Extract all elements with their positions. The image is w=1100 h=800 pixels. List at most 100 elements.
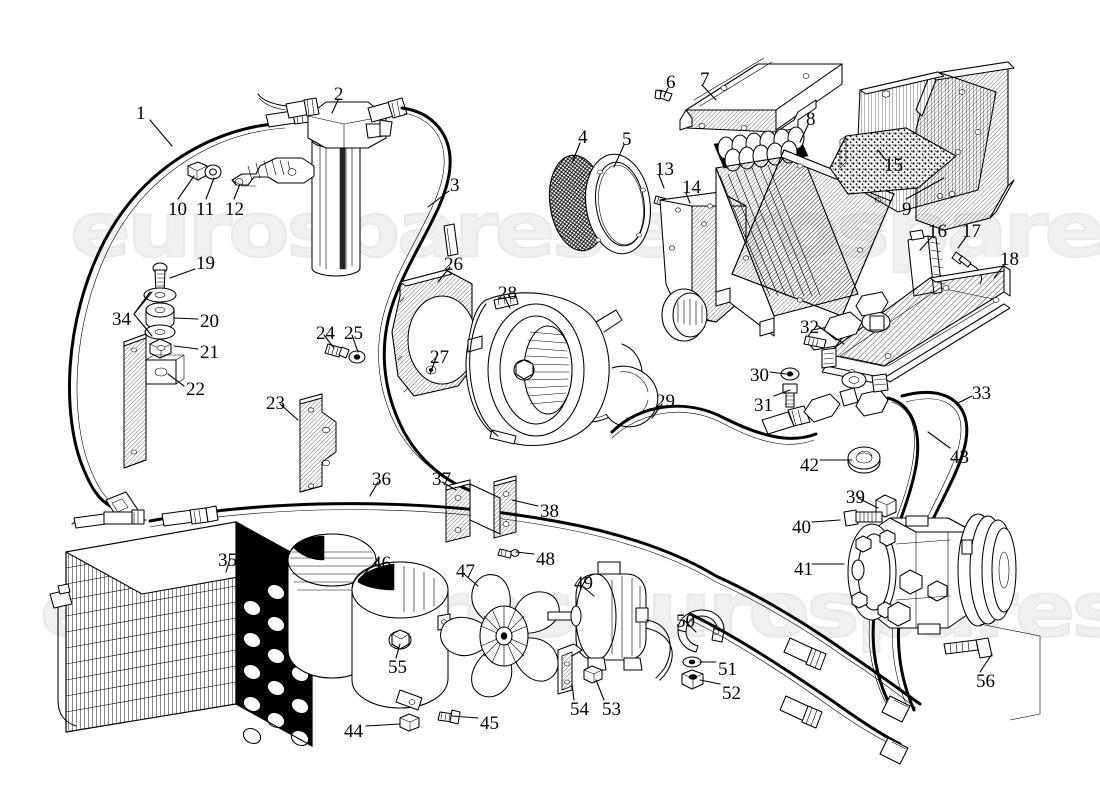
- leader-line-21: [173, 345, 199, 350]
- leader-line-22: [167, 373, 185, 387]
- part-35-evaporator: [49, 509, 313, 748]
- leader-line-4: [571, 142, 581, 164]
- part-29-hose: [610, 373, 889, 445]
- leader-line-6: [663, 87, 669, 97]
- leader-line-3: [427, 190, 450, 208]
- part-15-insulation-pad: [829, 127, 957, 195]
- leader-line-23: [279, 403, 299, 421]
- callout-number-34: 34: [112, 309, 131, 330]
- callout-number-15: 15: [884, 155, 903, 176]
- callout-number-44: 44: [344, 721, 363, 742]
- leader-line-14: [685, 192, 691, 204]
- part-48-screw: [497, 548, 520, 559]
- part-40-bolt: [843, 509, 883, 527]
- part-34-washer-upper: [143, 287, 177, 303]
- leader-line-38: [511, 499, 539, 507]
- leader-line-29: [651, 403, 663, 419]
- callout-number-38: 38: [540, 501, 559, 522]
- leader-line-17: [957, 236, 967, 249]
- leader-line-49: [581, 585, 595, 597]
- part-20-rubber-grommet: [145, 302, 175, 330]
- leader-line-35: [225, 558, 231, 573]
- callout-number-33: 33: [972, 383, 991, 404]
- part-22-bracket: [123, 333, 185, 469]
- part-41-compressor: [847, 513, 1041, 721]
- leader-line-47: [463, 573, 479, 587]
- leader-line-55: [395, 643, 401, 659]
- callout-number-41: 41: [794, 559, 813, 580]
- leader-line-34-branch-2: [133, 291, 151, 315]
- part-23-bracket: [299, 393, 337, 493]
- callout-number-37: 37: [432, 469, 451, 490]
- leader-line-7: [701, 84, 717, 101]
- part-3-hose: [378, 106, 482, 496]
- callout-number-14: 14: [682, 177, 701, 198]
- part-30-washer: [780, 367, 800, 381]
- leader-line-13: [658, 174, 665, 189]
- callout-number-24: 24: [316, 323, 335, 344]
- leader-line-36: [369, 481, 379, 497]
- callout-number-51: 51: [718, 659, 737, 680]
- leader-line-12: [233, 183, 241, 200]
- callout-number-39: 39: [846, 487, 865, 508]
- leader-line-15: [877, 149, 887, 161]
- callout-number-3: 3: [450, 175, 460, 196]
- part-10-nut: [187, 161, 208, 181]
- callout-number-7: 7: [700, 69, 710, 90]
- part-44-nut: [399, 713, 420, 732]
- part-47-fan-blade: [440, 574, 560, 698]
- leader-line-16: [919, 236, 933, 251]
- callout-number-25: 25: [344, 323, 363, 344]
- callout-number-35: 35: [218, 550, 237, 571]
- part-28-blower-assembly: [465, 292, 659, 446]
- callout-number-32: 32: [800, 317, 819, 338]
- part-34-washer-lower: [144, 324, 176, 340]
- part-37-bracket: [445, 479, 501, 543]
- callout-number-46: 46: [372, 553, 391, 574]
- leader-line-19: [169, 268, 196, 279]
- leader-line-9: [905, 177, 945, 200]
- callout-leader-lines: [133, 84, 1005, 727]
- leader-line-54: [571, 683, 575, 701]
- leader-line-11: [205, 177, 215, 200]
- callout-number-42: 42: [800, 455, 819, 476]
- callout-number-17: 17: [962, 221, 981, 242]
- part-12-clamp-bracket: [231, 157, 315, 187]
- part-49-fan-motor: [547, 561, 673, 681]
- part-25-washer: [348, 350, 366, 364]
- leader-line-28: [503, 295, 511, 309]
- leader-line-50: [683, 619, 697, 633]
- leader-line-26: [437, 266, 451, 283]
- callout-number-29: 29: [656, 391, 675, 412]
- part-53-nut: [583, 665, 603, 684]
- leader-line-10: [177, 175, 195, 200]
- leader-line-44: [365, 723, 401, 727]
- leader-line-56: [979, 653, 993, 673]
- part-54-bracket: [557, 643, 583, 695]
- leader-line-46: [363, 559, 379, 575]
- callout-number-4: 4: [578, 127, 588, 148]
- part-45-screw: [437, 709, 461, 725]
- callout-number-49: 49: [574, 573, 593, 594]
- callout-number-12: 12: [225, 199, 244, 220]
- compressor-hose-lines: [688, 574, 922, 765]
- callout-number-9: 9: [902, 199, 912, 220]
- callout-number-11: 11: [196, 199, 215, 220]
- callout-number-47: 47: [456, 561, 475, 582]
- callout-number-8: 8: [806, 109, 816, 130]
- callout-number-36: 36: [372, 469, 391, 490]
- part-18-drain-tray: [821, 265, 1011, 385]
- callout-number-52: 52: [722, 683, 741, 704]
- callout-number-21: 21: [200, 342, 219, 363]
- leader-line-32: [817, 325, 845, 345]
- leader-line-40: [811, 519, 841, 523]
- callout-number-20: 20: [200, 311, 219, 332]
- leader-line-1: [149, 119, 173, 147]
- part-36-hose: [148, 502, 718, 583]
- callout-number-30: 30: [750, 365, 769, 386]
- part-55-fan-shroud-front: [351, 561, 451, 711]
- leader-line-27: [429, 357, 437, 375]
- callout-number-5: 5: [622, 129, 632, 150]
